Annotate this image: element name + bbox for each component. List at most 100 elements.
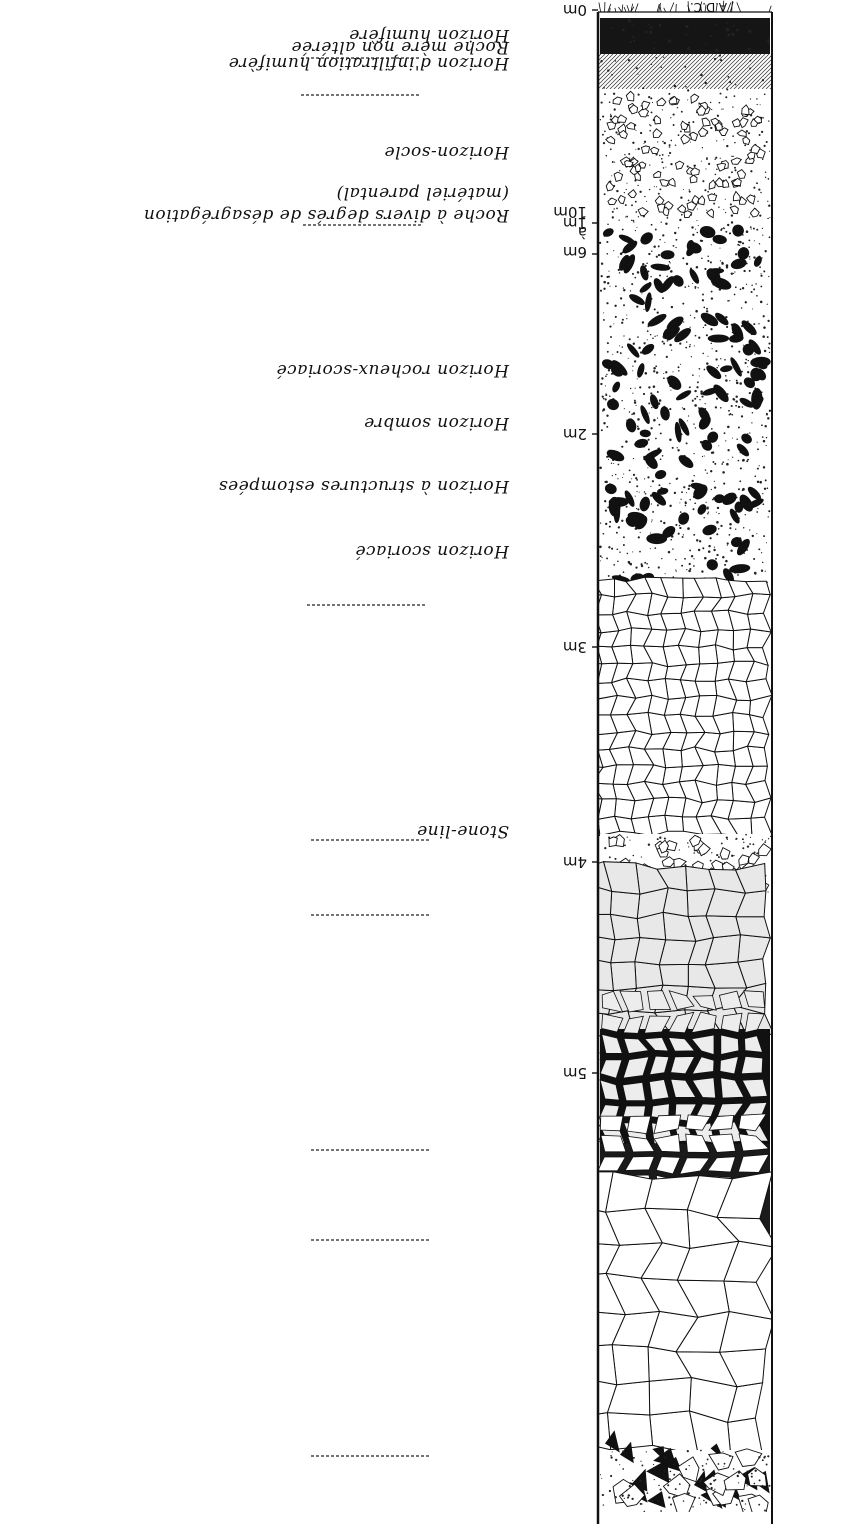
pattern-dot [609, 521, 611, 523]
pattern-dot [668, 155, 669, 156]
pattern-dot [748, 47, 751, 50]
pattern-dot [603, 422, 605, 424]
pattern-dot [618, 219, 619, 220]
pattern-dot [633, 40, 635, 42]
pattern-cell [573, 1034, 600, 1053]
pattern-dot [633, 221, 634, 222]
pattern-dot [763, 145, 765, 147]
pattern-dot [688, 285, 689, 286]
pattern-dot [718, 365, 719, 366]
pattern-dot [743, 842, 744, 843]
pattern-dot [610, 115, 612, 117]
pattern-dot [693, 558, 694, 559]
pattern-dot [757, 104, 758, 105]
pattern-dot [606, 241, 608, 243]
pattern-dot [726, 326, 728, 328]
pattern-dot [695, 310, 698, 313]
pattern-dot [749, 67, 751, 69]
pattern-dot [736, 380, 738, 382]
pattern-dot [683, 189, 684, 190]
pattern-dot [660, 520, 662, 522]
pattern-dot [703, 307, 705, 309]
pattern-dot [699, 1480, 701, 1482]
pattern-dot [702, 147, 703, 148]
pattern-dot [721, 842, 723, 844]
pattern-cell [615, 799, 635, 819]
pattern-dot [727, 300, 729, 302]
pattern-dot [607, 253, 609, 255]
pattern-dot [720, 525, 722, 527]
pattern-dot [716, 398, 718, 400]
pattern-dot [637, 185, 638, 186]
pattern-dot [728, 76, 730, 78]
pattern-dot [738, 1482, 739, 1483]
pattern-dot [685, 505, 687, 507]
pattern-dot [668, 93, 670, 95]
pattern-dot [629, 411, 630, 412]
pattern-dot [649, 124, 650, 125]
pattern-dot [752, 308, 753, 309]
pattern-dot [677, 447, 678, 448]
pattern-dot [606, 374, 607, 375]
pattern-dot [622, 1450, 624, 1452]
pattern-dot [680, 130, 682, 132]
pattern-dot [745, 1503, 746, 1504]
pattern-dot [726, 266, 728, 268]
depth-tick-label: 10m [553, 203, 587, 221]
pattern-dot [636, 405, 637, 406]
pattern-dot [719, 55, 721, 57]
pattern-dot [710, 35, 712, 37]
pattern-dot [765, 250, 767, 252]
pattern-dot [651, 407, 652, 408]
pattern-dot [650, 533, 651, 534]
pattern-dot [666, 276, 668, 278]
pattern-dot [698, 225, 699, 226]
pattern-dot [621, 446, 622, 447]
pattern-dot [714, 463, 716, 465]
pattern-dot [685, 501, 687, 503]
pattern-dot [648, 24, 650, 26]
pattern-dot [682, 257, 684, 259]
horizon-labels: Horizon humifèreHorizon d'infiltration h… [143, 25, 510, 841]
horizon-label-parental: (matériel parental) [336, 183, 509, 203]
pattern-dot [676, 570, 677, 571]
pattern-dot [689, 563, 691, 565]
pattern-dot [732, 135, 734, 137]
pattern-dot [721, 262, 723, 264]
pattern-dot [653, 42, 654, 43]
pattern-dot [650, 427, 652, 429]
pattern-dot [639, 52, 640, 53]
pattern-dot [767, 1455, 769, 1457]
pattern-dot [746, 460, 748, 462]
pattern-dot [663, 167, 665, 169]
pattern-dot [674, 85, 676, 87]
pattern-dot [710, 328, 712, 330]
pattern-dot [738, 241, 740, 243]
pattern-dot [636, 227, 637, 228]
pattern-dot [650, 334, 652, 336]
pattern-dot [652, 480, 654, 482]
pattern-dot [747, 371, 749, 373]
pattern-dot [608, 459, 609, 460]
pattern-dot [609, 526, 611, 528]
pattern-dot [632, 220, 634, 222]
pattern-dot [725, 379, 728, 382]
pattern-dot [753, 1483, 755, 1485]
pattern-dot [751, 285, 753, 287]
pattern-dot [620, 352, 621, 353]
pattern-dot [753, 558, 755, 560]
pattern-dot [733, 855, 734, 856]
pattern-dot [599, 242, 601, 244]
pattern-dot [660, 458, 662, 460]
pattern-dot [763, 1456, 765, 1458]
pattern-dot [625, 440, 628, 443]
pattern-dot [638, 148, 640, 150]
horizon-label-roche-mere: Roche mère non altérée [291, 37, 510, 57]
pattern-dot [599, 467, 602, 470]
pattern-dot [769, 348, 770, 349]
pattern-cell [606, 1172, 653, 1212]
pattern-dot [641, 293, 642, 294]
pattern-dot [670, 262, 671, 263]
pattern-dot [642, 87, 644, 89]
pattern-dot [633, 458, 634, 459]
